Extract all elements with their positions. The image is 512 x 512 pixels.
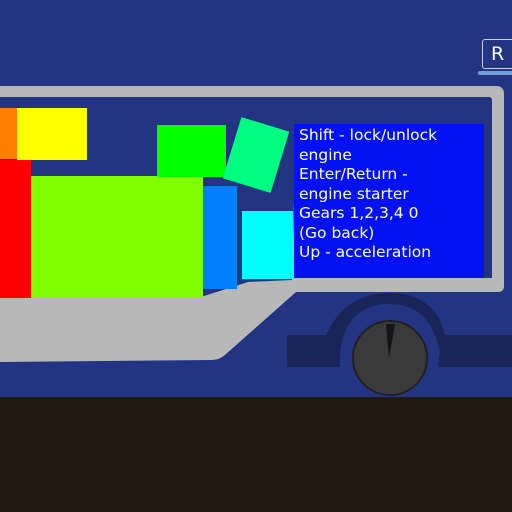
controls-help-panel: Shift - lock/unlock engine Enter/Return … bbox=[294, 124, 484, 278]
wheel bbox=[352, 320, 428, 396]
restart-button-underline bbox=[478, 71, 512, 75]
wheel-spoke bbox=[386, 324, 395, 358]
blue-box bbox=[203, 186, 237, 289]
red-box bbox=[0, 160, 31, 298]
help-line: Shift - lock/unlock bbox=[299, 126, 438, 144]
help-line: (Go back) bbox=[299, 223, 375, 242]
help-line: engine bbox=[299, 145, 352, 164]
restart-button[interactable]: R bbox=[482, 39, 512, 69]
wheel-arch bbox=[287, 293, 512, 367]
yellow-box bbox=[17, 108, 87, 160]
green-box bbox=[157, 125, 226, 177]
truck-chassis bbox=[0, 283, 294, 352]
ground bbox=[0, 397, 512, 512]
lime-box bbox=[31, 176, 203, 297]
orange-box bbox=[0, 108, 17, 159]
cyan-box bbox=[242, 211, 293, 279]
help-line: Enter/Return - bbox=[299, 165, 408, 183]
help-line: Gears 1,2,3,4 0 bbox=[299, 204, 419, 222]
help-line: Up - acceleration bbox=[299, 243, 432, 261]
help-line: engine starter bbox=[299, 184, 409, 203]
